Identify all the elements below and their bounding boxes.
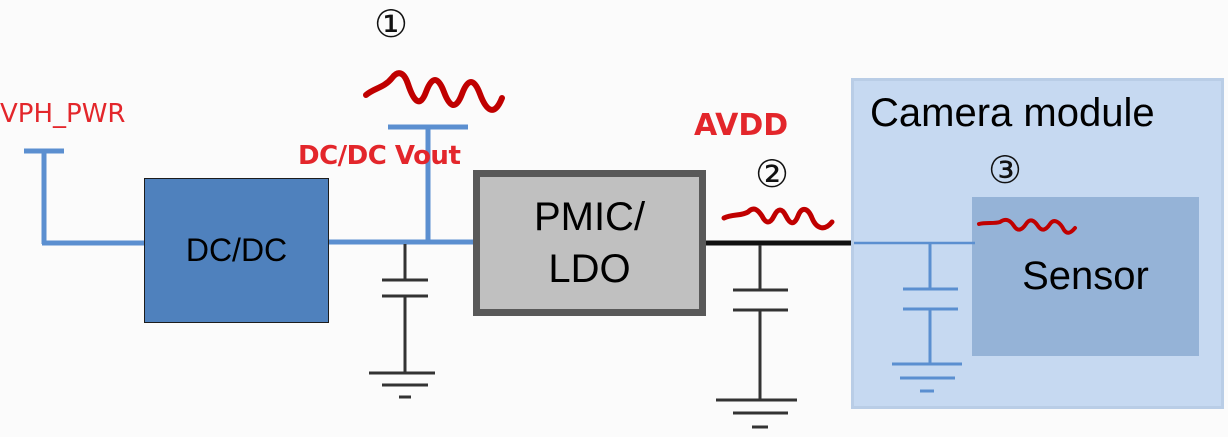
ground-symbol-2 xyxy=(716,398,797,429)
marker-2: ② xyxy=(755,152,790,196)
dcdc-converter-block: DC/DC xyxy=(144,178,329,323)
marker-3: ③ xyxy=(988,148,1023,192)
noise-wave-1 xyxy=(363,70,505,113)
vph-pwr-rail xyxy=(24,148,145,246)
pmic-label-line2: LDO xyxy=(548,247,631,291)
dcdc-vout-label: DC/DC Vout xyxy=(298,141,461,171)
pmic-label-line1: PMIC/ xyxy=(533,195,646,239)
ground-symbol-1 xyxy=(369,371,435,399)
dcdc-label: DC/DC xyxy=(185,232,288,268)
marker-1: ① xyxy=(374,2,409,46)
capacitor-3 xyxy=(903,244,958,364)
camera-module-label: Camera module xyxy=(870,91,1155,135)
capacitor-2 xyxy=(733,245,788,400)
capacitor-1 xyxy=(382,244,428,373)
ground-symbol-3 xyxy=(892,362,962,393)
vph-pwr-label: VPH_PWR xyxy=(0,99,126,129)
avdd-label: AVDD xyxy=(694,108,789,143)
pmic-ldo-block: PMIC/ LDO xyxy=(473,170,706,316)
sensor-label: Sensor xyxy=(1022,254,1149,298)
noise-wave-2 xyxy=(721,206,835,231)
dcdc-vout-rail xyxy=(329,124,474,245)
noise-wave-3 xyxy=(977,217,1077,235)
